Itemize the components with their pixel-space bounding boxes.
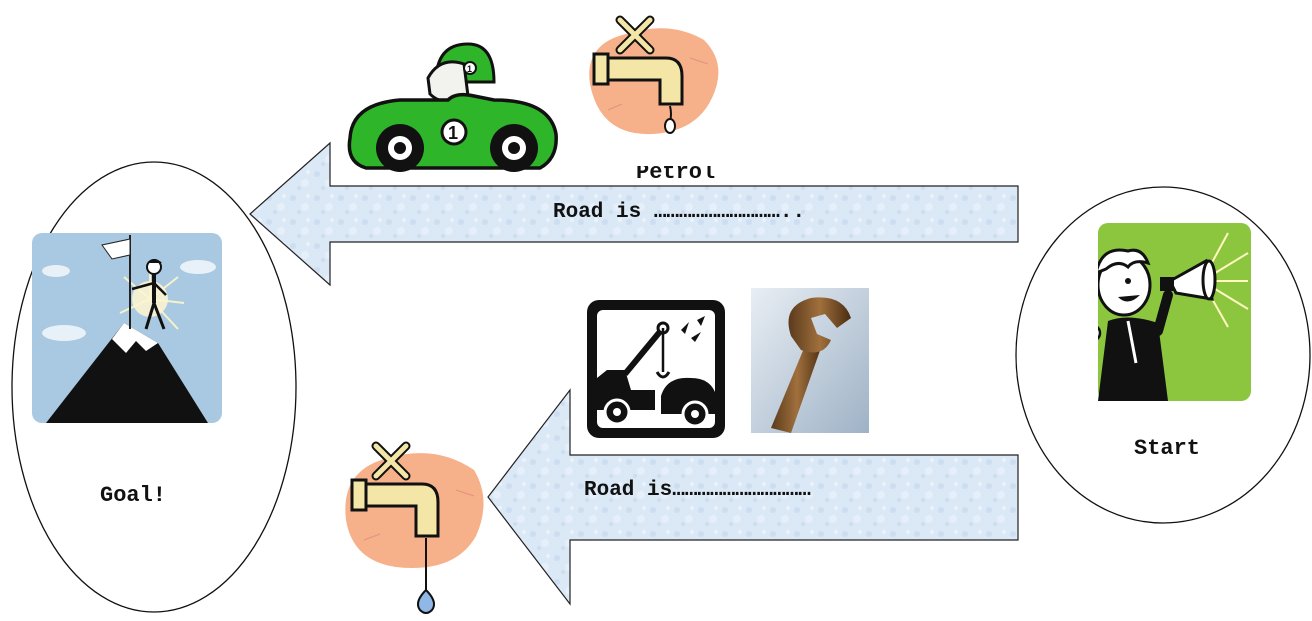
leaking-tap-lower-icon <box>340 440 490 616</box>
race-car-icon: 1 1 <box>344 38 562 186</box>
megaphone-person-icon <box>1082 223 1251 401</box>
lower-road-label: Road is…………………………… <box>584 479 811 502</box>
goal-label: Goal! <box>100 483 167 508</box>
petrol-label-box: Petrol <box>620 166 780 184</box>
wrench-icon <box>751 288 869 433</box>
svg-text:1: 1 <box>448 123 458 143</box>
lower-road-arrow <box>487 388 1019 606</box>
mountain-summit-icon <box>32 233 222 423</box>
svg-text:1: 1 <box>467 64 472 74</box>
leaking-tap-icon <box>580 14 726 138</box>
start-label: Start <box>1134 436 1201 461</box>
petrol-label: Petrol <box>636 166 716 184</box>
upper-road-arrow <box>249 141 1019 287</box>
tow-truck-icon <box>585 298 727 440</box>
upper-road-label: Road is ………………………….. <box>553 201 806 224</box>
